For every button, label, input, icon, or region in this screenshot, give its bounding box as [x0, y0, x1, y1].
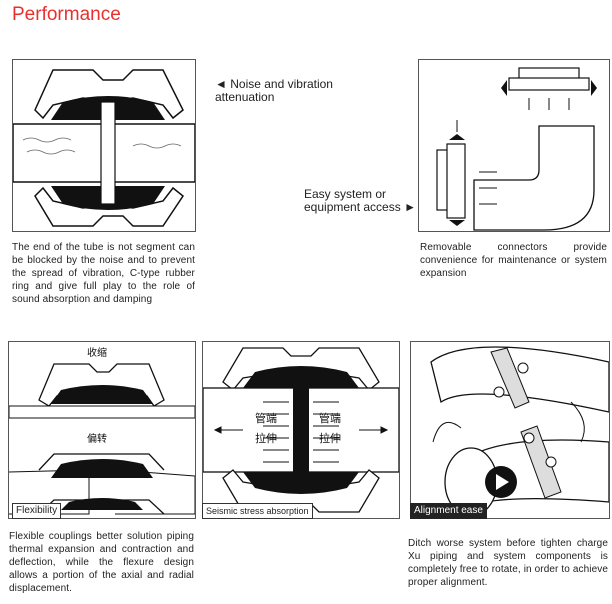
- flexibility-label: Flexibility: [12, 503, 62, 519]
- callout-arrow-left-icon: ◄: [215, 77, 227, 91]
- alignment-label: Alignment ease: [410, 503, 487, 519]
- coupling-cross-section-illustration: [13, 69, 195, 227]
- seismic-stress-illustration: 管端 拉伸 管端 拉伸: [203, 347, 399, 513]
- flexibility-illustration: 收缩 偏转: [9, 346, 195, 515]
- noise-callout: ◄ Noise and vibration attenuation: [215, 78, 355, 104]
- flexibility-bottom-label: 偏转: [87, 432, 107, 445]
- seismic-label-right-top: 管端: [319, 411, 341, 425]
- access-callout: Easy system or equipment access ►: [304, 188, 416, 214]
- seismic-label-left-bottom: 拉伸: [255, 431, 277, 445]
- access-diagram-panel: [418, 59, 610, 232]
- alignment-description: Ditch worse system before tighten charge…: [408, 538, 608, 588]
- flexibility-diagram-panel: 收缩 偏转: [8, 341, 196, 519]
- seismic-label-right-bottom: 拉伸: [319, 431, 341, 445]
- flexibility-top-label: 收缩: [87, 346, 107, 359]
- noise-callout-text: Noise and vibration attenuation: [215, 77, 333, 104]
- seismic-diagram-panel: 管端 拉伸 管端 拉伸: [202, 341, 400, 519]
- alignment-diagram-panel: [410, 341, 610, 519]
- access-callout-text: Easy system or equipment access: [304, 187, 401, 214]
- noise-description: The end of the tube is not segment can b…: [12, 242, 195, 305]
- access-description: Removable connectors provide convenience…: [420, 242, 607, 279]
- seismic-label-left-top: 管端: [255, 411, 277, 425]
- callout-arrow-right-icon: ►: [404, 200, 416, 214]
- page-title: Performance: [12, 4, 121, 25]
- alignment-illustration: [430, 346, 609, 517]
- noise-diagram-panel: [12, 59, 196, 232]
- flexibility-description: Flexible couplings better solution pipin…: [9, 531, 194, 594]
- seismic-label: Seismic stress absorption: [202, 503, 313, 519]
- removable-connector-illustration: [436, 67, 597, 231]
